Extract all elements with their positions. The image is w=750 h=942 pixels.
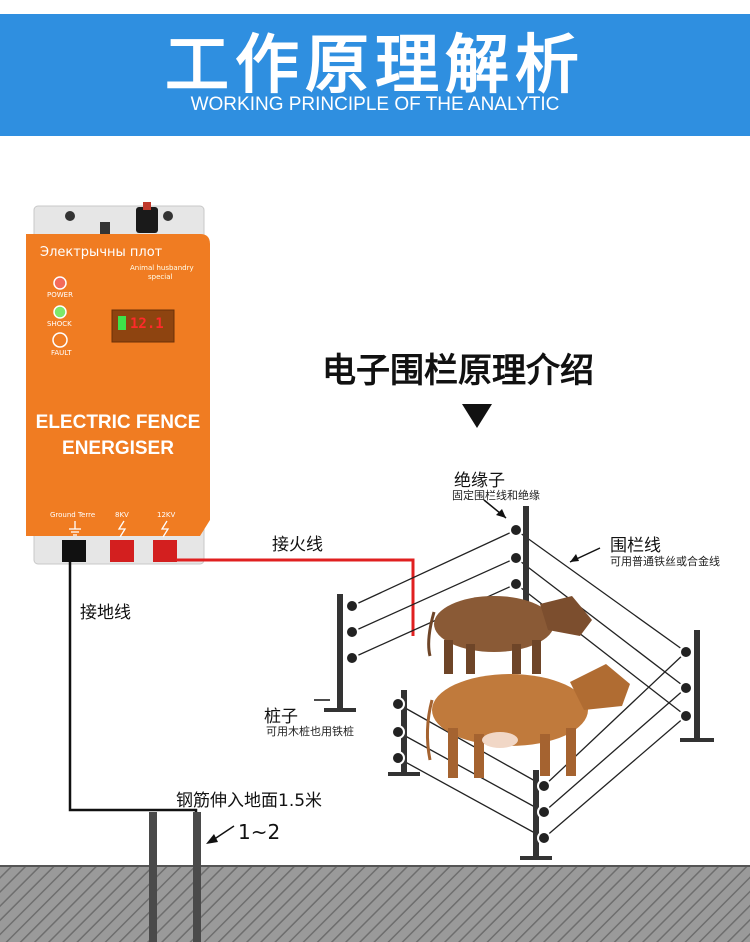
insulators (345, 523, 693, 845)
knob-tip (143, 202, 151, 210)
insulator-title: 绝缘子 (454, 471, 505, 491)
lightning-12kv-icon (160, 520, 170, 538)
shock-led-icon (53, 305, 67, 319)
rod-label: 钢筋伸入地面1.5米 (176, 791, 323, 811)
live-wire (176, 558, 415, 636)
device-tagline-2: special (148, 273, 173, 281)
ground-wire-label: 接地线 (80, 603, 131, 623)
post-desc: 可用木桩也用铁桩 (266, 725, 354, 738)
insulator-icon (537, 831, 551, 845)
insulator-icon (679, 681, 693, 695)
section-title: 电子围栏原理介绍 (322, 351, 594, 391)
rod-count: 1~2 (238, 820, 281, 844)
fence-post (337, 594, 343, 710)
insulator-icon (345, 599, 359, 613)
insulator-icon (509, 551, 523, 565)
power-label: POWER (47, 291, 73, 299)
post-title: 桩子 (264, 707, 298, 727)
display-indicator (118, 316, 126, 330)
ground-hatch (0, 866, 750, 942)
insulator-icon (679, 709, 693, 723)
post-base (388, 772, 420, 776)
fault-label: FAULT (51, 349, 72, 357)
energiser-body (26, 234, 210, 536)
mount-hole-left (65, 211, 75, 221)
live-wire-label: 接火线 (272, 535, 323, 555)
display-value: 12.1 (130, 316, 164, 332)
post-base (680, 738, 714, 742)
shock-label: SHOCK (47, 320, 72, 328)
ground-symbol-icon (69, 521, 81, 536)
post-base (520, 856, 552, 860)
ground-rod-1 (149, 812, 157, 942)
device-tagline-1: Animal husbandry (130, 264, 194, 272)
mount-hole-right (163, 211, 173, 221)
insulator-icon (391, 725, 405, 739)
knob (136, 207, 158, 233)
device-brand: Электрычны плот (40, 245, 163, 260)
down-arrow-icon (462, 404, 492, 428)
insulator-icon (537, 779, 551, 793)
insulator-icon (345, 625, 359, 639)
banner-title: 工作原理解析 (165, 29, 585, 103)
device-name-1: ELECTRIC FENCE (35, 412, 201, 433)
cow-brown-icon (427, 596, 592, 674)
fence-post (533, 770, 539, 858)
insulator-icon (509, 523, 523, 537)
insulator-icon (345, 651, 359, 665)
fence-wire-title: 围栏线 (610, 536, 661, 556)
fence-wire-pointer-arrow-icon (570, 554, 579, 562)
ground-terminal (62, 540, 86, 562)
fence-post (523, 506, 529, 616)
rod-pointer-arrow-icon (206, 834, 218, 844)
cow-tan-icon (425, 664, 630, 778)
power-led-icon (53, 276, 67, 290)
terminal-8kv (110, 540, 134, 562)
insulator-icon (679, 645, 693, 659)
banner-subtitle: WORKING PRINCIPLE OF THE ANALYTIC (190, 94, 560, 115)
switch (100, 222, 110, 234)
terminal-12kv-label: 12KV (157, 511, 176, 519)
insulator-pointer-arrow-icon (496, 509, 506, 518)
fence-wire-desc: 可用普通铁丝或合金线 (610, 555, 720, 568)
insulator-icon (537, 805, 551, 819)
device-name-2: ENERGISER (62, 438, 174, 459)
header-banner (0, 14, 750, 136)
lightning-8kv-icon (117, 520, 127, 538)
ground-rod-2 (193, 812, 201, 942)
post-base (324, 708, 356, 712)
terminal-ground-label: Ground Terre (50, 511, 96, 519)
fault-led-icon (52, 332, 68, 348)
terminal-12kv (153, 540, 177, 562)
insulator-icon (391, 751, 405, 765)
insulator-icon (509, 577, 523, 591)
fence-post (694, 630, 700, 740)
terminal-8kv-label: 8KV (115, 511, 129, 519)
insulator-icon (391, 697, 405, 711)
insulator-desc: 固定围栏线和绝缘 (452, 489, 540, 502)
